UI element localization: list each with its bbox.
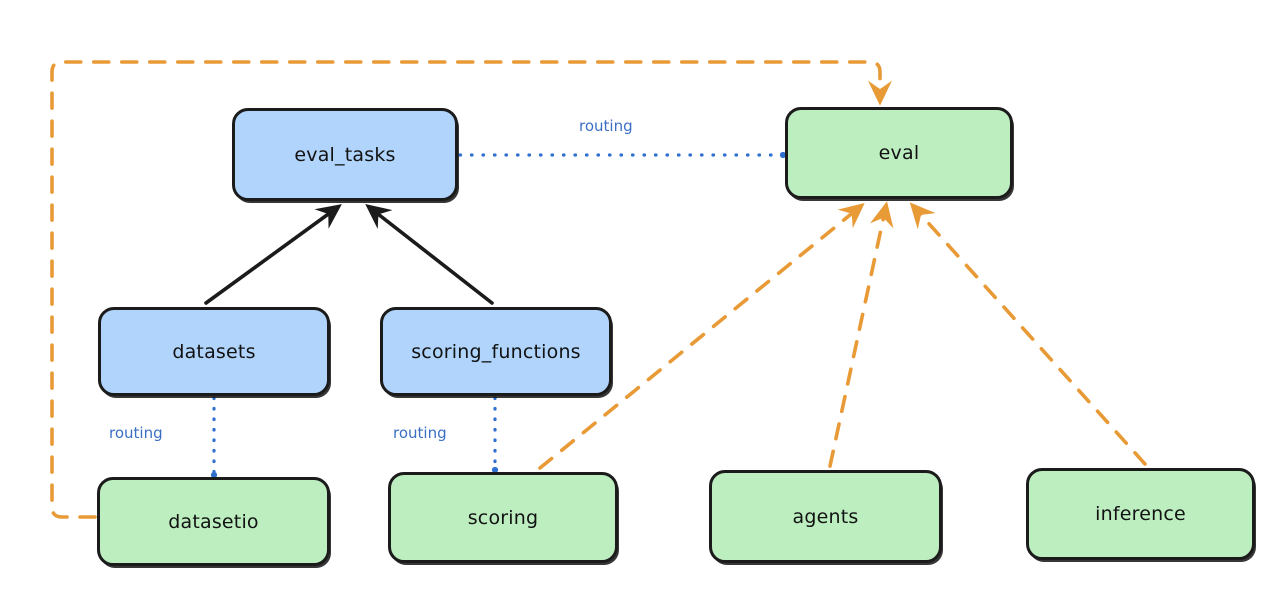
edge-scoring-functions-to-scoring [491, 396, 499, 474]
edge-datasets-to-datasetio [210, 396, 218, 479]
node-datasets[interactable]: datasets [98, 307, 330, 396]
edge-label-routing-datasets-datasetio: routing [109, 424, 163, 442]
edge-datasets-to-eval-tasks [204, 204, 342, 305]
node-label-datasets: datasets [172, 340, 256, 363]
edge-datasetio-to-eval [50, 60, 892, 519]
edge-label-routing-eval-tasks-eval: routing [579, 117, 633, 135]
node-agents[interactable]: agents [709, 470, 942, 563]
node-scoring[interactable]: scoring [388, 472, 618, 563]
edge-eval-tasks-to-eval [458, 151, 787, 159]
node-label-eval-tasks: eval_tasks [294, 143, 396, 166]
edge-scoring-functions-to-eval-tasks [365, 204, 494, 305]
edge-inference-to-eval [909, 202, 1147, 466]
node-eval-tasks[interactable]: eval_tasks [232, 108, 458, 201]
edge-label-routing-scoring-functions-scoring: routing [393, 424, 447, 442]
node-label-datasetio: datasetio [168, 510, 259, 533]
node-inference[interactable]: inference [1026, 468, 1255, 560]
node-label-eval: eval [878, 142, 920, 164]
node-datasetio[interactable]: datasetio [97, 477, 330, 566]
edge-agents-to-eval [828, 201, 894, 468]
node-label-scoring: scoring [467, 506, 539, 529]
node-scoring-functions[interactable]: scoring_functions [380, 307, 612, 396]
node-eval[interactable]: eval [785, 107, 1013, 199]
node-label-agents: agents [792, 505, 859, 528]
node-label-scoring-functions: scoring_functions [411, 340, 581, 363]
node-label-inference: inference [1095, 503, 1186, 525]
